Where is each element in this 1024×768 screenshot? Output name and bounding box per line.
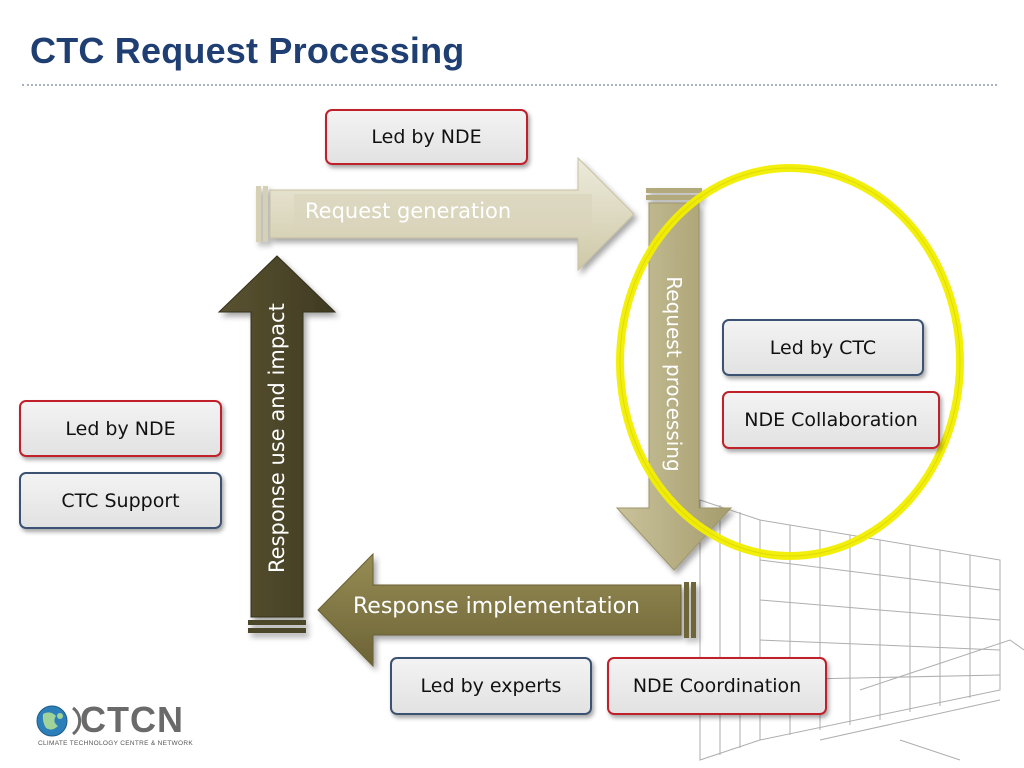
arrow-label-response-use: Response use and impact [265,303,289,573]
bottom-nde-coordination-box: NDE Coordination [607,657,827,715]
response-use-arrow [217,255,337,633]
response-implementation-arrow [317,552,696,668]
bottom-led-by-experts-box: Led by experts [390,657,592,715]
request-processing-arrow [615,188,733,571]
title-divider [22,84,997,86]
ctcn-globe-icon [36,705,82,737]
left-ctc-support-box: CTC Support [19,472,222,529]
ctcn-logo-tagline: CLIMATE TECHNOLOGY CENTRE & NETWORK [38,740,193,747]
request-generation-arrow [256,156,635,272]
arrow-label-response-implementation: Response implementation [353,594,640,619]
arrow-label-request-generation: Request generation [305,199,512,223]
right-led-by-ctc-box: Led by CTC [722,319,924,376]
left-led-by-nde-box: Led by NDE [19,400,222,457]
top-led-by-nde-box: Led by NDE [325,109,528,165]
ctcn-logo-name: CTCN [80,699,184,740]
arrow-label-request-processing: Request processing [662,276,686,472]
page-title: CTC Request Processing [30,30,465,71]
right-nde-collaboration-box: NDE Collaboration [722,391,940,449]
